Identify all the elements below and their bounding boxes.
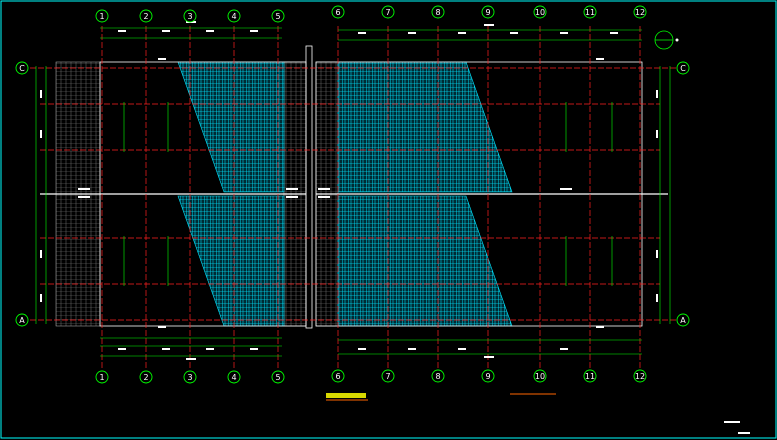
axis-bubble-bottom-7-label: 7 [385,372,390,381]
axis-bubble-top-9: 9 [481,5,495,19]
axis-bubble-bottom-2: 2 [139,370,153,384]
right-block [315,61,668,327]
axis-bubble-top-11: 11 [583,5,597,19]
axis-bubble-bottom-5-label: 5 [275,373,280,382]
right-roof-panel-upper [337,61,513,193]
axis-bubble-top-5: 5 [271,9,285,23]
axis-bubble-bottom-11: 11 [583,369,597,383]
axis-bubble-top-8: 8 [431,5,445,19]
axis-bubble-bottom-7: 7 [381,369,395,383]
axis-bubble-bottom-12: 12 [633,369,647,383]
axis-bubble-top-6: 6 [331,5,345,19]
axis-bubble-left-A: A [15,313,29,327]
axis-bubble-right-C-label: C [680,64,686,73]
axis-bubble-top-1: 1 [95,9,109,23]
axis-bubble-top-6-label: 6 [335,8,340,17]
axis-bubble-bottom-8: 8 [431,369,445,383]
axis-bubble-bottom-2-label: 2 [143,373,148,382]
left-roof-panel-lower [177,195,285,327]
grid-lines [30,26,680,370]
axis-bubble-top-4-label: 4 [231,12,236,21]
right-roof-panel-lower [337,195,513,327]
axis-bubble-top-10-label: 10 [535,8,545,17]
axis-bubble-top-9-label: 9 [485,8,490,17]
axis-bubble-top-4: 4 [227,9,241,23]
axis-bubble-bottom-4-label: 4 [231,373,236,382]
axis-bubble-top-2-label: 2 [143,12,148,21]
axis-bubble-bottom-10-label: 10 [535,372,545,381]
axis-bubble-top-2: 2 [139,9,153,23]
dimension-lines [35,27,671,357]
axis-bubble-top-8-label: 8 [435,8,440,17]
left-block [40,61,307,327]
axis-bubble-top-3: 3 [183,9,197,23]
axis-bubble-left-C-label: C [19,64,25,73]
axis-bubble-top-1-label: 1 [99,12,104,21]
left-roof-panel-upper [177,61,285,193]
drawing-title [326,393,556,401]
axis-bubble-top-12-label: 12 [635,8,645,17]
axis-bubble-left-C: C [15,61,29,75]
axis-bubble-left-A-label: A [19,316,25,325]
axis-bubble-top-3-label: 3 [187,12,192,21]
axis-bubble-top-11-label: 11 [585,8,595,17]
axis-bubble-bottom-1-label: 1 [99,373,104,382]
axis-bubble-bottom-3-label: 3 [187,373,192,382]
axis-bubble-top-12: 12 [633,5,647,19]
expansion-joint [305,45,313,329]
axis-bubble-bottom-11-label: 11 [585,372,595,381]
axis-bubble-right-A: A [676,313,690,327]
dimension-text-marks [40,21,658,360]
north-arrow-icon [654,30,679,50]
axis-bubble-top-7-label: 7 [385,8,390,17]
axis-bubble-bottom-4: 4 [227,370,241,384]
axis-bubble-bottom-3: 3 [183,370,197,384]
axis-bubble-bottom-1: 1 [95,370,109,384]
axis-bubble-bottom-6: 6 [331,369,345,383]
axis-bubble-bottom-10: 10 [533,369,547,383]
axis-bubble-bottom-9: 9 [481,369,495,383]
axis-bubble-top-7: 7 [381,5,395,19]
title-block [724,421,750,434]
axis-bubble-bottom-6-label: 6 [335,372,340,381]
axis-bubble-bottom-12-label: 12 [635,372,645,381]
axis-bubble-top-10: 10 [533,5,547,19]
axis-bubble-bottom-9-label: 9 [485,372,490,381]
axis-bubble-bottom-8-label: 8 [435,372,440,381]
axis-bubble-top-5-label: 5 [275,12,280,21]
axis-bubble-right-C: C [676,61,690,75]
axis-bubble-right-A-label: A [680,316,686,325]
axis-bubble-bottom-5: 5 [271,370,285,384]
